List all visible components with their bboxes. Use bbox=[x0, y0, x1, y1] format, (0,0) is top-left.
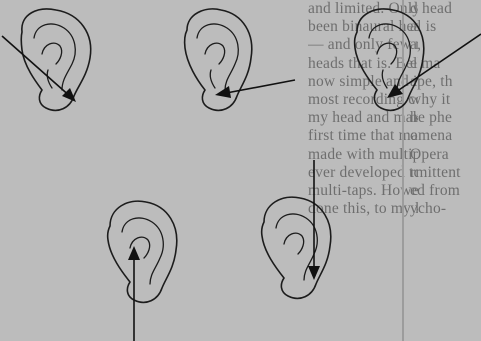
text-line: ed from bbox=[410, 182, 481, 200]
ear-inner-fold bbox=[197, 24, 238, 90]
arrow-head-icon bbox=[215, 86, 231, 98]
arrow-line bbox=[393, 34, 481, 94]
ear-figure-3 bbox=[335, 0, 481, 130]
ear-inner-fold bbox=[122, 218, 163, 284]
text-line: Opera bbox=[410, 146, 481, 164]
ear-figure-2 bbox=[165, 2, 300, 132]
ear-inner-fold bbox=[369, 24, 410, 90]
text-line: ycho- bbox=[410, 200, 481, 218]
text-line: rmittent bbox=[410, 164, 481, 182]
ear-outline bbox=[262, 197, 331, 298]
arrow-line bbox=[221, 80, 295, 94]
arrow-line bbox=[2, 36, 72, 98]
arrow-head-icon bbox=[387, 84, 403, 98]
ear-figure-1 bbox=[0, 0, 120, 130]
ear-outline bbox=[108, 201, 177, 302]
text-line: omena bbox=[410, 127, 481, 145]
ear-inner-fold bbox=[34, 24, 75, 90]
ear-figure-5 bbox=[250, 160, 360, 310]
ear-figure-4 bbox=[92, 192, 202, 341]
